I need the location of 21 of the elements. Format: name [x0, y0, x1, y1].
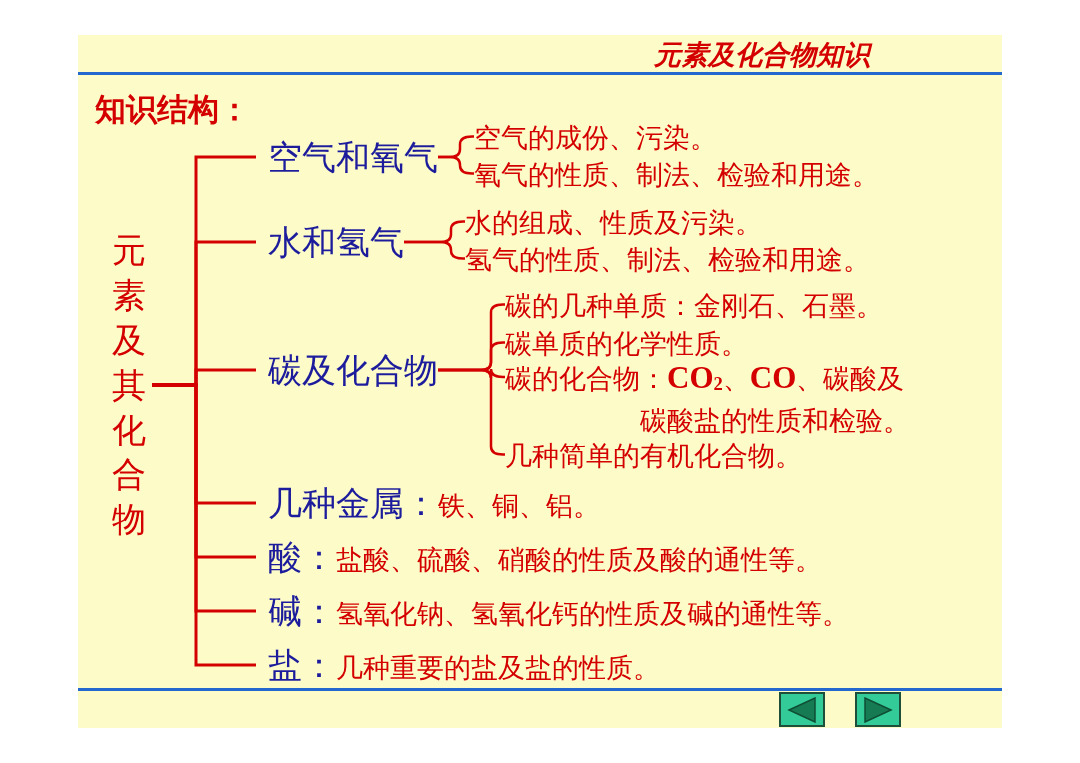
- topic-heading: 碱：: [268, 590, 336, 631]
- topic-heading: 水和氢气: [256, 221, 404, 263]
- topic-heading: 空气和氧气: [256, 136, 438, 178]
- topic-heading: 酸：: [268, 536, 336, 577]
- subtopic-text: 空气的成份、污染。: [474, 118, 717, 156]
- subtopic-text: 几种简单的有机化合物。: [505, 436, 802, 474]
- root-topic-text: 元素及其化合物: [106, 227, 152, 543]
- subtopic-text: 水的组成、性质及污染。: [465, 203, 762, 241]
- topic-heading: 盐：: [268, 644, 336, 685]
- subtopic-text: 碳的几种单质：金刚石、石墨。: [505, 286, 883, 324]
- topic-heading: 几种金属：: [268, 482, 438, 523]
- section-label: 知识结构：: [95, 90, 250, 129]
- subtopic-text: 氢气的性质、制法、检验和用途。: [465, 240, 870, 278]
- topic-description: 几种重要的盐及盐的性质。: [336, 651, 660, 683]
- topic-description: 铁、铜、铝。: [438, 489, 600, 521]
- subtopic-text: 碳单质的化学性质。: [505, 324, 748, 362]
- topic-description: 氢氧化钠、氢氧化钙的性质及碱的通性等。: [336, 597, 849, 629]
- tree-connector: [152, 383, 256, 667]
- topic-heading: 碳及化合物: [256, 349, 438, 391]
- topic-description: 盐酸、硫酸、硝酸的性质及酸的通性等。: [336, 543, 822, 575]
- subtopic-text: 氧气的性质、制法、检验和用途。: [474, 155, 879, 193]
